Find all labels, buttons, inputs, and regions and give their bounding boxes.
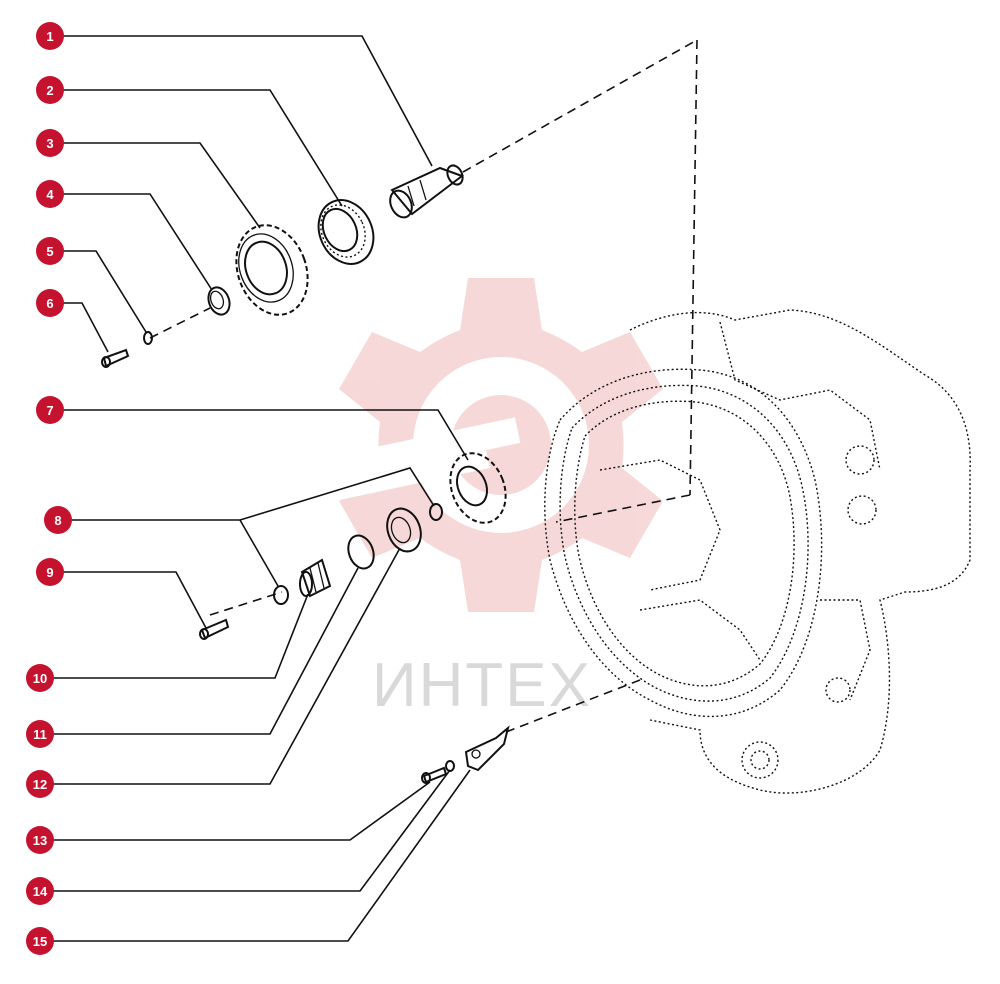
callout-14: 14: [26, 877, 54, 905]
callout-9: 9: [36, 558, 64, 586]
part-6-bolt: [101, 348, 130, 368]
svg-text:7: 7: [46, 403, 53, 418]
callout-10: 10: [26, 664, 54, 692]
part-8-washer-lower: [273, 585, 289, 605]
gear-logo-icon: [299, 278, 663, 612]
svg-text:14: 14: [33, 884, 48, 899]
callout-6: 6: [36, 289, 64, 317]
callout-4: 4: [36, 180, 64, 208]
svg-text:10: 10: [33, 671, 47, 686]
part-14-washer: [445, 760, 455, 772]
part-9-bolt: [199, 618, 230, 640]
part-3-gear: [235, 224, 309, 316]
part-2-bearing: [317, 199, 375, 265]
part-4-ring: [207, 286, 231, 316]
callout-7: 7: [36, 396, 64, 424]
leader-lines: [50, 35, 471, 942]
gearbox-housing: [544, 309, 971, 794]
part-1-shaft: [389, 164, 465, 219]
callout-3: 3: [36, 129, 64, 157]
callout-2: 2: [36, 76, 64, 104]
callout-15: 15: [26, 927, 54, 955]
part-10-sleeve: [299, 558, 332, 598]
callout-11: 11: [26, 720, 54, 748]
part-8-washer-upper: [429, 503, 443, 521]
part-13-bolt: [421, 766, 448, 784]
svg-text:12: 12: [33, 777, 47, 792]
svg-text:1: 1: [46, 29, 53, 44]
callout-13: 13: [26, 826, 54, 854]
svg-text:3: 3: [46, 136, 53, 151]
callout-5: 5: [36, 237, 64, 265]
part-5-washer: [143, 331, 153, 345]
assembly-axis-lines: [149, 39, 698, 733]
svg-text:9: 9: [46, 565, 53, 580]
svg-text:6: 6: [46, 296, 53, 311]
part-11-snap-ring: [347, 534, 375, 570]
callout-12: 12: [26, 770, 54, 798]
svg-text:8: 8: [54, 513, 61, 528]
callout-1: 1: [36, 22, 64, 50]
svg-text:2: 2: [46, 83, 53, 98]
callout-8: 8: [44, 506, 72, 534]
svg-text:13: 13: [33, 833, 47, 848]
watermark: ИНТЕХ: [299, 278, 663, 720]
svg-text:4: 4: [46, 187, 54, 202]
svg-text:15: 15: [33, 934, 47, 949]
part-15-bracket: [464, 725, 510, 772]
watermark-text: ИНТЕХ: [372, 651, 592, 720]
svg-text:5: 5: [46, 244, 53, 259]
part-12-bearing: [386, 507, 422, 553]
svg-text:11: 11: [33, 727, 47, 742]
